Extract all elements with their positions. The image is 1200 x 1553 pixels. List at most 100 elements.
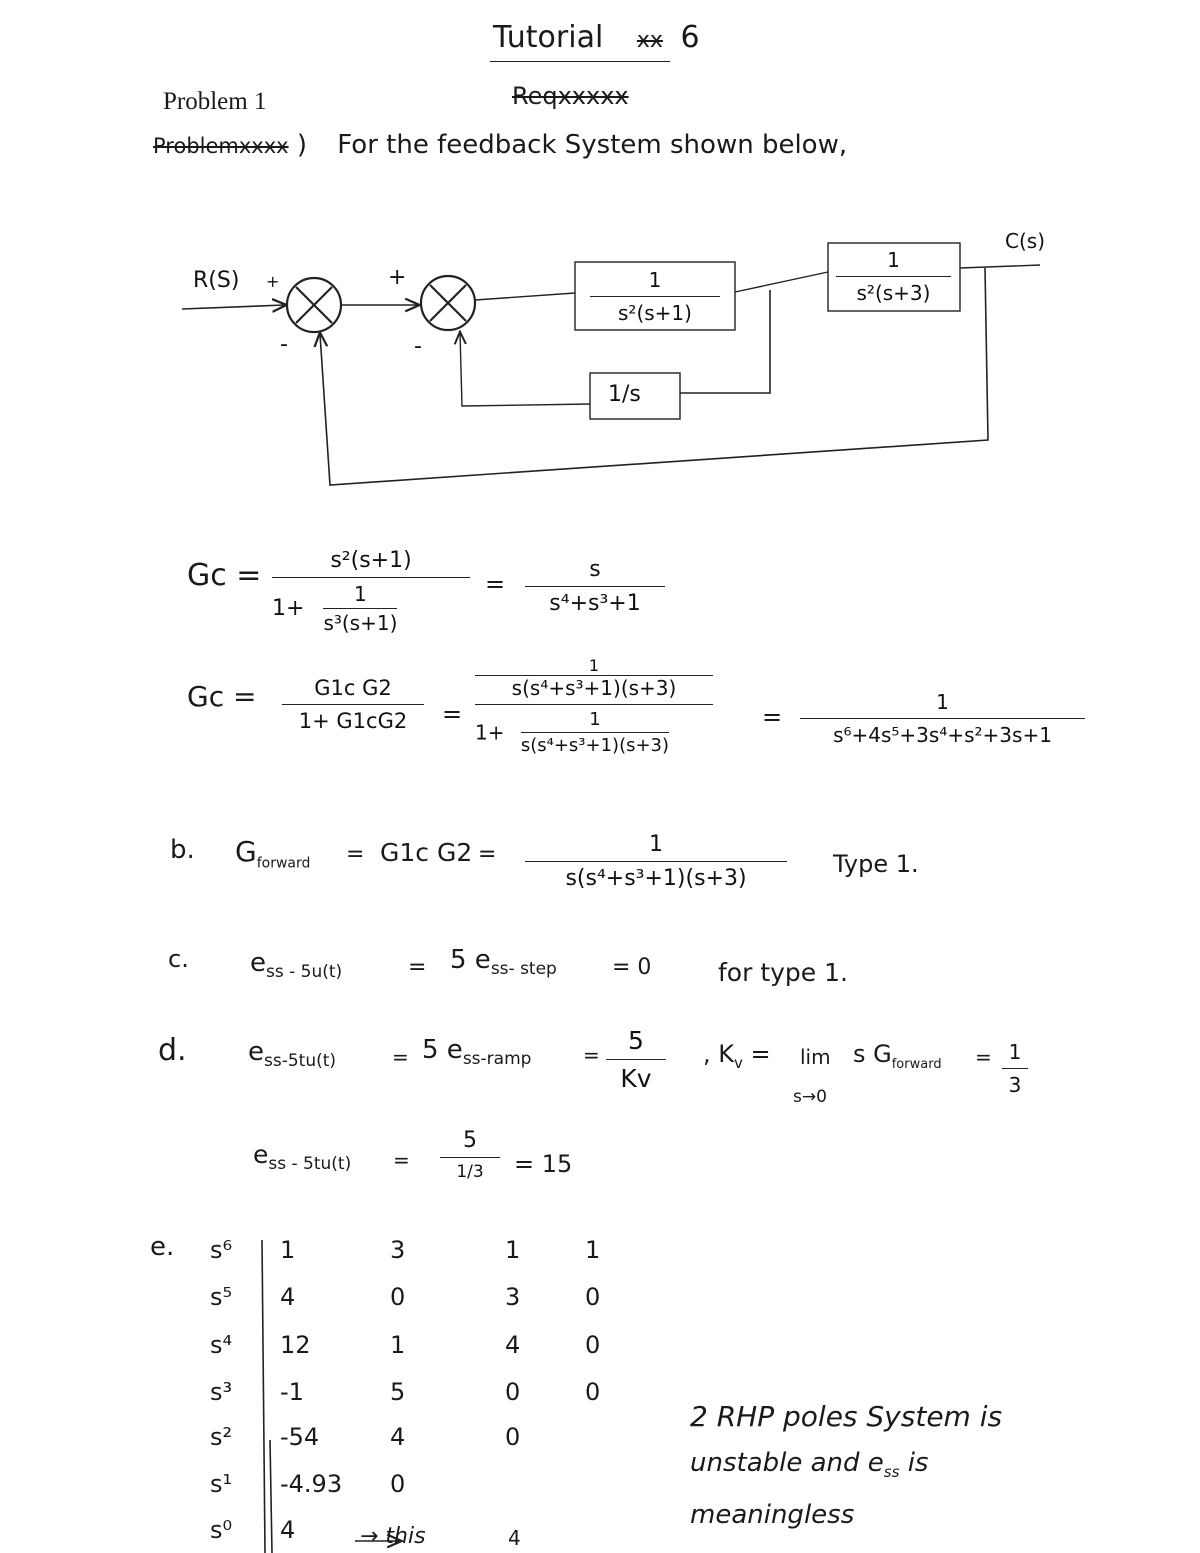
part-d-line2-lhs-sub: ss - 5tu(t): [268, 1154, 352, 1174]
routh-row-power: s¹: [210, 1470, 233, 1498]
part-d-rhs-main: 5 e: [422, 1035, 463, 1065]
conclusion-line-2: unstable and ess is: [690, 1448, 928, 1481]
part-b-den: s(s⁴+s³+1)(s+3): [565, 866, 747, 891]
routh-cell: 1: [390, 1331, 406, 1359]
conclusion-line-1: 2 RHP poles System is: [690, 1400, 1003, 1433]
part-a-line1-den-prefix: 1+: [272, 596, 305, 621]
conclusion-line-2-end: is: [899, 1448, 929, 1478]
part-a-line1-lhs: Gc =: [187, 558, 262, 593]
part-d-line2-lhs: ess - 5tu(t): [253, 1140, 351, 1174]
part-a-line1-res-den: s⁴+s³+1: [549, 591, 641, 616]
part-c-eq: =: [408, 955, 427, 980]
part-d-kv-expr: s Gforward: [853, 1040, 942, 1072]
part-c-note: for type 1.: [718, 958, 848, 987]
part-a-line2-bar: [282, 704, 424, 705]
part-c-lhs-main: e: [250, 948, 266, 978]
part-c-rhs-sub: ss- step: [490, 959, 557, 980]
part-d-eq2: =: [583, 1043, 600, 1067]
routh-row-power: s⁴: [210, 1331, 233, 1359]
problem-paren: ): [296, 130, 307, 160]
part-a-line2-lhs: Gc =: [187, 680, 257, 713]
routh-row-power: s⁰: [210, 1516, 233, 1544]
part-b-frac: 1 s(s⁴+s³+1)(s+3): [525, 832, 787, 891]
part-d-kv-text: , K: [703, 1040, 734, 1068]
part-d-kv-num: 1: [1008, 1040, 1022, 1064]
part-d-line2-frac: 5 1/3: [440, 1128, 500, 1182]
part-d-kv-den: 3: [1008, 1073, 1022, 1097]
block-1: [574, 261, 736, 331]
part-a-line2-frac: G1c G2 1+ G1cG2: [282, 676, 424, 733]
part-a-line1-inner-num: 1: [354, 582, 367, 606]
part-d-kv-sub: v: [734, 1053, 743, 1072]
part-a-line2-inner-num: 1: [589, 709, 601, 730]
part-c-label: c.: [168, 945, 189, 973]
routh-cell: 0: [585, 1378, 601, 1406]
part-a-line2-mid: 1 s(s⁴+s³+1)(s+3) 1+ 1 s(s⁴+s³+1)(s+3): [475, 656, 713, 756]
part-a-line1-result: s s⁴+s³+1: [525, 557, 665, 616]
input-label: R(S): [193, 268, 240, 293]
routh-cell: 0: [585, 1331, 601, 1359]
part-d-kv: , Kv =: [703, 1040, 771, 1072]
part-a-line2-inner-den: s(s⁴+s³+1)(s+3): [520, 735, 670, 756]
part-c-rhs: 5 ess- step: [450, 945, 557, 979]
part-a-line2-mid-den: 1+ 1 s(s⁴+s³+1)(s+3): [475, 709, 713, 756]
part-b-lhs: Gforward: [235, 835, 310, 872]
routh-cell: 0: [390, 1470, 406, 1498]
part-a-line2-mid-bar: [475, 704, 713, 705]
title-strike: xx: [636, 28, 663, 53]
routh-row-power: s²: [210, 1423, 233, 1451]
routh-row-power: s³: [210, 1378, 233, 1406]
part-b-eq2: =: [478, 842, 497, 867]
routh-cell: 4: [280, 1516, 296, 1544]
subtitle-struck: Reqxxxxx: [512, 82, 629, 110]
part-c-lhs-sub: ss - 5u(t): [266, 962, 343, 983]
part-d-rhs-sub: ss-ramp: [462, 1049, 532, 1070]
part-c-rhs-main: 5 e: [450, 945, 491, 975]
part-d-rhs: 5 ess-ramp: [422, 1035, 531, 1069]
block1-den: s²(s+1): [618, 301, 692, 325]
part-d-frac-den: Kv: [620, 1064, 652, 1093]
part-d-line2-lhs-main: e: [253, 1140, 269, 1169]
summing-junction-2: [419, 274, 477, 332]
output-line: [959, 264, 1041, 269]
routh-cell: 12: [280, 1331, 311, 1359]
part-d-kv-expr-main: s G: [853, 1040, 892, 1068]
part-a-line1-den: 1+ 1 s³(s+1): [272, 582, 470, 635]
routh-cell: 4: [505, 1331, 521, 1359]
part-d-kv-frac: 1 3: [1002, 1040, 1028, 1097]
part-d-lhs: ess-5tu(t): [248, 1037, 336, 1071]
part-b-num: 1: [649, 832, 663, 857]
part-d-label: d.: [158, 1033, 187, 1068]
part-d-line2-result: = 15: [514, 1150, 573, 1178]
routh-cell: -54: [280, 1423, 320, 1451]
routh-cell: 1: [280, 1236, 296, 1264]
page-title: Tutorial xx 6: [493, 20, 700, 55]
part-a-line2-mid-num-top: 1: [588, 656, 600, 675]
problem-strike: Problemxxxx: [153, 134, 289, 158]
part-a-line2-num: G1c G2: [314, 676, 392, 700]
part-c-result: = 0: [612, 955, 652, 980]
part-a-line1-res-bar: [525, 586, 665, 587]
part-a-line2-res-bar: [800, 718, 1085, 719]
sj2-to-block1-line: [474, 292, 576, 301]
part-b-mid: G1c G2: [380, 838, 473, 867]
routh-cell: 1: [505, 1236, 521, 1264]
block1-tf: 1 s²(s+1): [590, 268, 720, 325]
routh-row-power: s⁵: [210, 1283, 233, 1311]
sj1-minus-sign: -: [280, 332, 288, 357]
routh-cell: 3: [505, 1283, 521, 1311]
routh-cell: 0: [585, 1283, 601, 1311]
conclusion-line-2-sub: ss: [883, 1463, 900, 1482]
routh-cell: 0: [505, 1378, 521, 1406]
part-a-line2-res-num: 1: [936, 690, 949, 714]
block1-to-block2-line: [734, 271, 829, 293]
part-e-label: e.: [150, 1232, 175, 1262]
problem-intro: Problemxxxx ) For the feedback System sh…: [153, 130, 847, 160]
part-d-kv-eq: =: [750, 1040, 771, 1068]
input-line: [181, 305, 285, 309]
part-a-line1-num: s²(s+1): [330, 548, 412, 573]
part-a-line2-eq1: =: [442, 700, 463, 728]
part-b-note: Type 1.: [833, 850, 919, 878]
title-number: 6: [680, 20, 700, 55]
output-label: C(s): [1005, 229, 1045, 253]
